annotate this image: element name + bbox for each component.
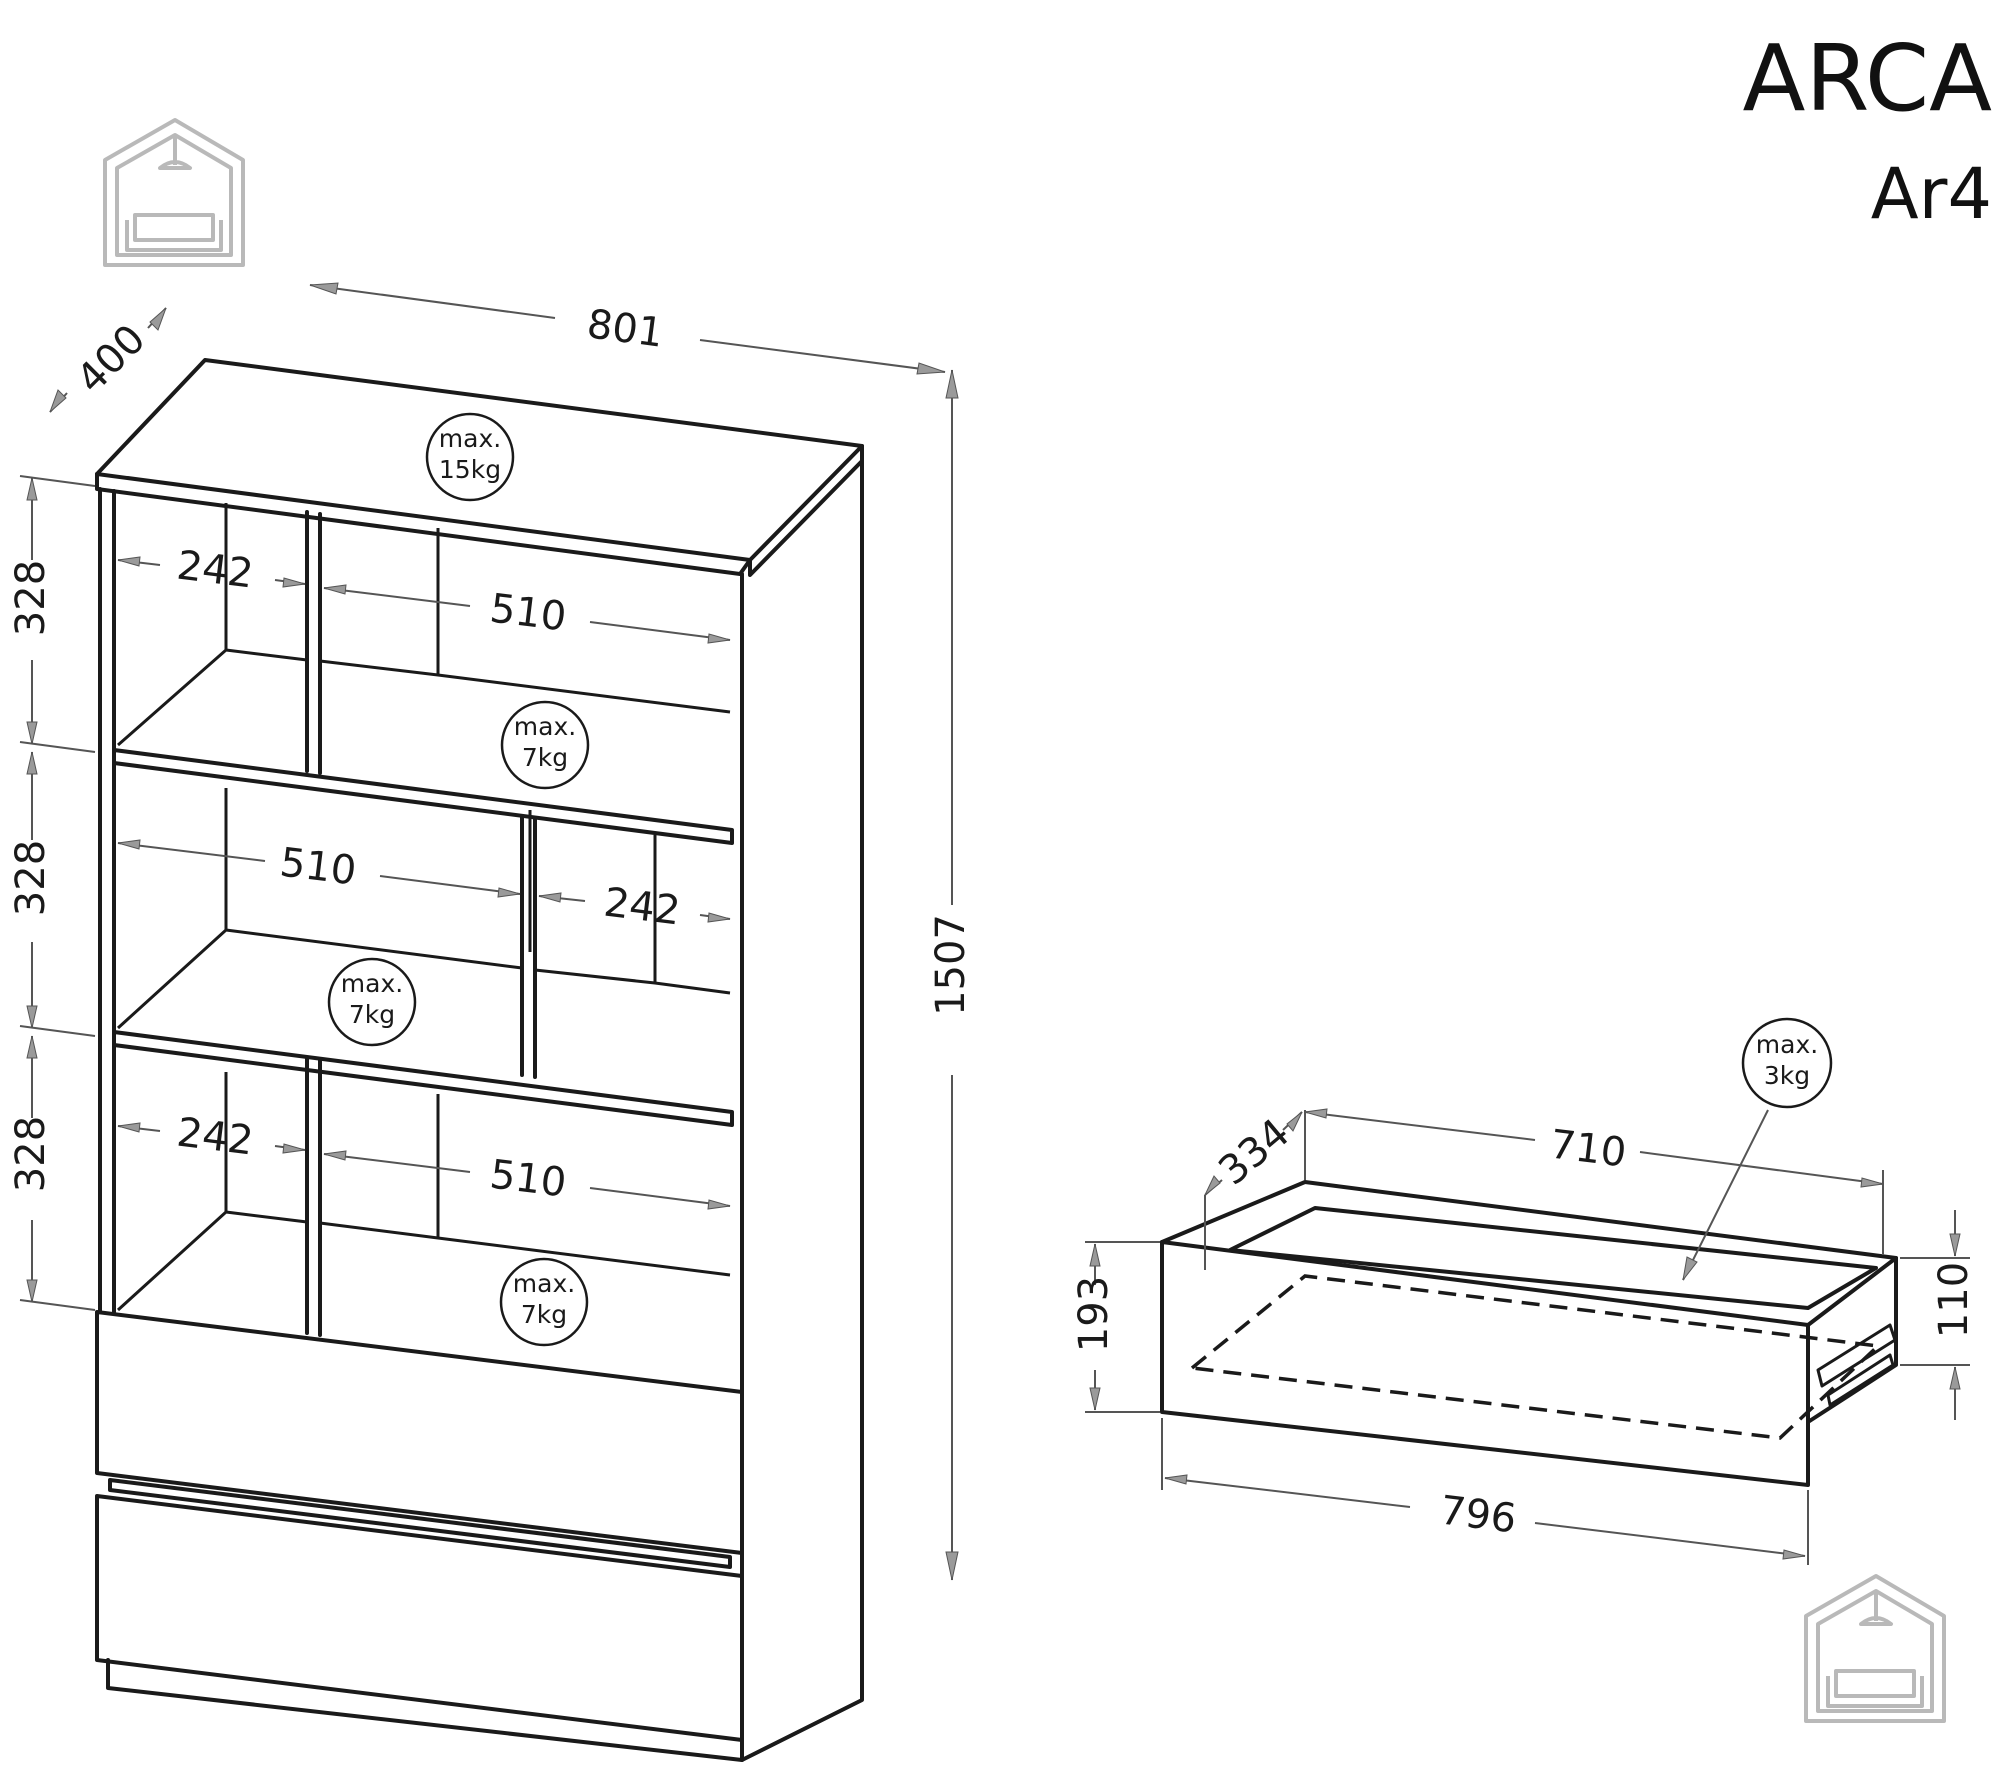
drawer-front-bottom <box>95 1494 744 1742</box>
row2-left-width-label: 510 <box>277 840 358 895</box>
shelf-back-row3 <box>116 1210 731 1312</box>
drawer-detail-front <box>1160 1240 1810 1487</box>
svg-text:3kg: 3kg <box>1764 1061 1810 1090</box>
drawer-detail-bottom <box>1187 1274 1882 1440</box>
svg-text:7kg: 7kg <box>522 743 568 772</box>
drawer-handle-gap <box>108 1478 732 1569</box>
bookcase-plinth <box>106 1658 744 1762</box>
row2-right-width-label: 242 <box>601 880 682 935</box>
load-badge-top: max. 15kg <box>425 412 515 502</box>
dimension-height: 1507 <box>928 369 974 1581</box>
drawer-depth-label: 334 <box>1210 1110 1298 1194</box>
divider-row3 <box>305 1056 322 1337</box>
row3-left-width-label: 242 <box>174 1110 255 1165</box>
house-sofa-icon <box>1804 1574 1946 1723</box>
row2-height-label: 328 <box>8 840 54 916</box>
load-badge-drawer: max. 3kg <box>1682 1017 1833 1281</box>
svg-text:7kg: 7kg <box>521 1300 567 1329</box>
row3-height-label: 328 <box>8 1116 54 1192</box>
dimension-row-heights: 328 328 328 <box>8 475 96 1311</box>
bookcase <box>95 358 864 1762</box>
drawer-detail-inner-rim <box>1228 1206 1878 1310</box>
bookcase-top-side <box>748 444 864 577</box>
height-label: 1507 <box>928 914 974 1016</box>
svg-text:max.: max. <box>341 969 403 998</box>
shelf-1 <box>112 748 734 845</box>
width-label: 801 <box>584 301 666 357</box>
bookcase-side-panel <box>740 459 864 1762</box>
drawer-runner <box>1816 1323 1897 1407</box>
divider-row2 <box>520 814 537 1079</box>
drawer-front-height-label: 193 <box>1071 1276 1117 1352</box>
row2-width-dims: 510 242 <box>117 839 731 935</box>
divider-row1 <box>305 510 322 775</box>
drawer-detail-rim <box>1160 1180 1898 1327</box>
model-code: Ar4 <box>1871 153 1992 235</box>
row1-height-label: 328 <box>8 560 54 636</box>
shelf-back-row2 <box>116 928 731 1030</box>
load-badge-shelf3: max. 7kg <box>499 1257 589 1347</box>
svg-text:max.: max. <box>439 424 501 453</box>
svg-text:max.: max. <box>1756 1030 1818 1059</box>
row1-width-dims: 242 510 <box>117 543 731 644</box>
svg-text:max.: max. <box>514 712 576 741</box>
dimension-width: 801 <box>309 282 946 375</box>
drawer-dimensions: 710 334 193 110 796 <box>1071 1108 1977 1565</box>
drawer-detail-side <box>1806 1256 1898 1424</box>
depth-label: 400 <box>68 316 155 403</box>
dimension-depth: 400 <box>49 307 167 413</box>
row3-width-dims: 242 510 <box>117 1110 731 1210</box>
product-title: ARCA <box>1743 25 1993 132</box>
row3-right-width-label: 510 <box>487 1152 568 1207</box>
bookcase-top-edge <box>95 472 752 576</box>
row1-left-width-label: 242 <box>174 543 255 598</box>
svg-text:max.: max. <box>513 1269 575 1298</box>
svg-text:7kg: 7kg <box>349 1000 395 1029</box>
load-badge-shelf1: max. 7kg <box>500 700 590 790</box>
drawer-inner-width-label: 710 <box>1547 1122 1628 1177</box>
drawer-outer-width-label: 796 <box>1437 1488 1518 1543</box>
load-badge-shelf2: max. 7kg <box>327 957 417 1047</box>
drawer-detail <box>1160 1180 1898 1487</box>
shelf-2 <box>112 1030 734 1127</box>
shelf-back-row1 <box>117 648 731 747</box>
row1-right-width-label: 510 <box>487 586 568 641</box>
drawer-side-height-label: 110 <box>1931 1262 1977 1338</box>
drawer-front-top <box>95 1310 744 1555</box>
house-sofa-icon <box>103 118 245 267</box>
svg-text:15kg: 15kg <box>439 455 501 484</box>
